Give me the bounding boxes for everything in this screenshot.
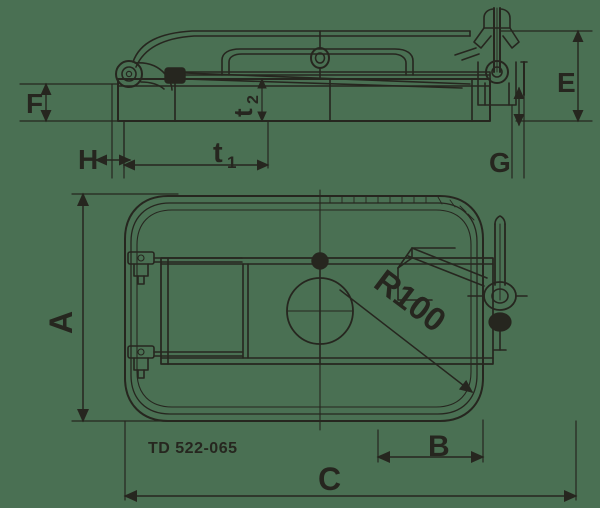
center-knob bbox=[310, 30, 330, 80]
label-t1: t 1 bbox=[213, 137, 236, 172]
outer-frame bbox=[124, 195, 484, 422]
left-hinge-bracket-bottom bbox=[127, 345, 243, 379]
inner-lid-frame bbox=[160, 257, 494, 365]
label-radius-group: R100 bbox=[368, 262, 453, 339]
left-hinge-assembly bbox=[115, 60, 471, 91]
arched-lid bbox=[132, 30, 471, 68]
label-t2-base: t bbox=[228, 108, 258, 117]
part-number-label: TD 522-065 bbox=[148, 440, 238, 457]
dimension-t2 bbox=[227, 77, 271, 123]
label-R100: R100 bbox=[368, 262, 453, 339]
dimension-B bbox=[376, 419, 485, 463]
label-G: G bbox=[489, 147, 511, 178]
dimension-G bbox=[511, 71, 525, 179]
dimension-F bbox=[19, 82, 119, 123]
right-latch-assembly bbox=[454, 7, 528, 106]
left-hinge-bracket-top bbox=[127, 251, 243, 285]
label-t1-base: t bbox=[213, 137, 223, 169]
radius-leader bbox=[339, 289, 474, 393]
label-B: B bbox=[428, 430, 450, 463]
label-t1-subscript: 1 bbox=[227, 153, 236, 172]
plan-view bbox=[124, 189, 528, 431]
dimension-C bbox=[123, 420, 578, 502]
cover-slab bbox=[117, 78, 491, 122]
dimension-H bbox=[94, 83, 132, 179]
label-A: A bbox=[43, 311, 79, 334]
lid-corner-detail bbox=[397, 247, 456, 301]
side-elevation-view bbox=[115, 7, 528, 122]
dimension-E bbox=[499, 29, 593, 123]
label-E: E bbox=[557, 67, 576, 98]
plan-latch-assembly bbox=[397, 215, 528, 351]
gasket-hatching bbox=[329, 195, 475, 221]
label-C: C bbox=[318, 461, 341, 497]
dimension-t1 bbox=[122, 120, 270, 171]
label-t2: t 2 bbox=[228, 95, 262, 117]
label-A-group: A bbox=[43, 311, 79, 334]
center-boss bbox=[286, 277, 354, 345]
label-H: H bbox=[78, 144, 98, 175]
plan-center-node bbox=[311, 252, 329, 270]
label-F: F bbox=[26, 88, 43, 119]
label-t2-subscript: 2 bbox=[245, 95, 262, 104]
